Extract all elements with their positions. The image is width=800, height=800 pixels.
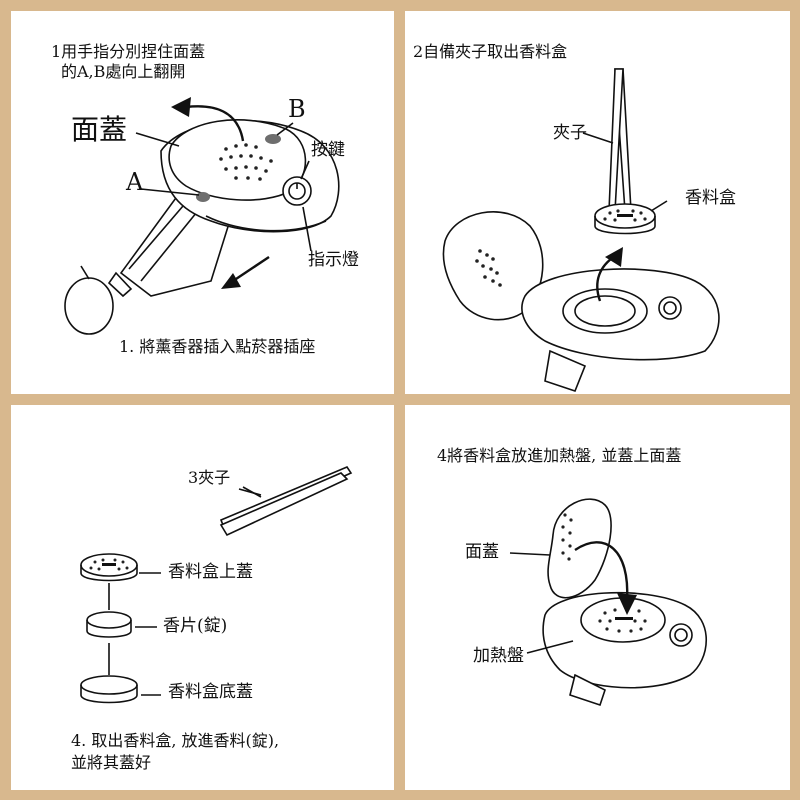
tweezers-label: 夾子 (553, 123, 587, 143)
lid-label: 面蓋 (71, 113, 128, 146)
spice-box-bottom-lid-label: 香料盒底蓋 (168, 682, 253, 702)
heating-plate-label: 加熱盤 (473, 646, 524, 666)
spice-box-label: 香料盒 (685, 188, 736, 208)
step-1-caption: 1. 將薰香器插入點菸器插座 (119, 337, 316, 356)
spice-box-top-lid-label: 香料盒上蓋 (168, 562, 253, 582)
step-1-instruction-line-1: 1用手指分別捏住面蓋 (51, 42, 206, 61)
incense-tablet-label: 香片(錠) (163, 616, 228, 636)
lid-label: 面蓋 (465, 542, 499, 562)
step-4-illustration (509, 498, 708, 707)
step-3-caption-line-2: 並將其蓋好 (71, 753, 152, 772)
grip-a-label: A (126, 168, 144, 196)
step-2-instruction: 2自備夾子取出香料盒 (413, 42, 568, 61)
step-3-illustration (80, 466, 353, 704)
step-4-panel: 4將香料盒放進加熱盤, 並蓋上面蓋 面蓋 加熱盤 (405, 405, 790, 790)
step-1-illustration (64, 97, 340, 335)
step-3-caption-line-1: 4. 取出香料盒, 放進香料(錠), (71, 731, 280, 750)
tweezers-label: 3夾子 (188, 468, 231, 487)
button-label: 按鍵 (311, 140, 345, 160)
step-1-panel: 1用手指分別捏住面蓋 的A,B處向上翻開 面蓋 A B 按鍵 指示燈 1. 將薰… (11, 11, 394, 394)
step-4-instruction: 4將香料盒放進加熱盤, 並蓋上面蓋 (437, 446, 682, 465)
step-3-panel: 3夾子 香料盒上蓋 香片(錠) 香料盒底蓋 4. 取出香料盒, 放進香料(錠),… (11, 405, 394, 790)
step-2-panel: 2自備夾子取出香料盒 夾子 香料盒 (405, 11, 790, 394)
step-2-illustration (442, 68, 720, 392)
indicator-light-label: 指示燈 (308, 250, 359, 270)
step-1-instruction-line-2: 的A,B處向上翻開 (61, 62, 186, 81)
grip-b-label: B (288, 95, 306, 123)
